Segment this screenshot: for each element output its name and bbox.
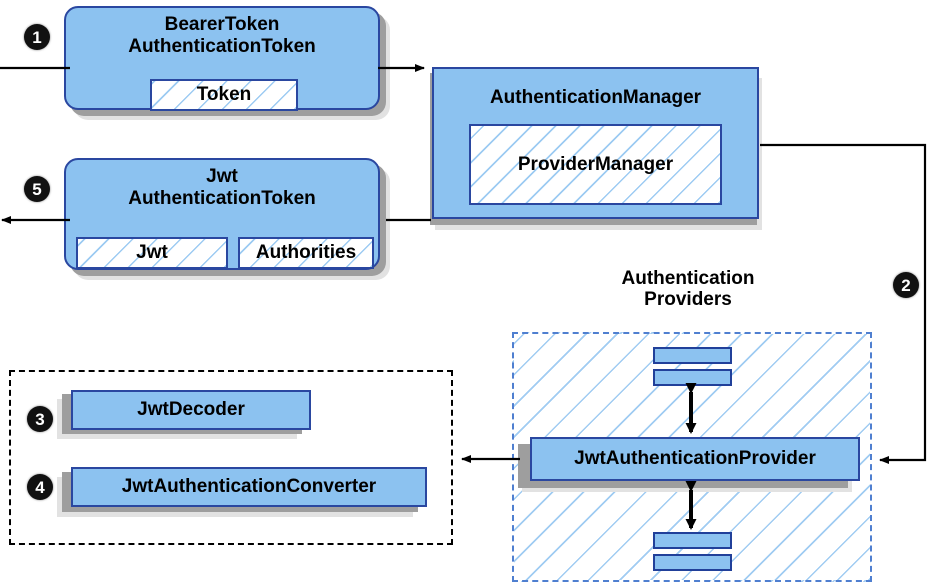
badge-step-4: 4 <box>27 474 53 500</box>
jwt-authentication-provider-label: JwtAuthenticationProvider <box>574 448 816 469</box>
other-provider-bar-bottom-2[interactable] <box>653 554 732 571</box>
jwt-token-title-line2: AuthenticationToken <box>128 188 316 209</box>
jwt-token-inner-jwt[interactable]: Jwt <box>76 237 228 269</box>
badge-step-1: 1 <box>24 24 50 50</box>
other-provider-bar-top-2[interactable] <box>653 369 732 386</box>
jwt-support-group <box>9 370 453 545</box>
jwt-decoder-box[interactable]: JwtDecoder <box>71 390 311 430</box>
other-provider-bar-bottom-1[interactable] <box>653 532 732 549</box>
bearer-token-box[interactable]: BearerToken AuthenticationToken <box>64 6 380 110</box>
authentication-manager-title: AuthenticationManager <box>489 87 702 108</box>
jwt-authentication-provider[interactable]: JwtAuthenticationProvider <box>530 437 860 481</box>
authentication-providers-label: Authentication Providers <box>562 268 814 311</box>
jwt-token-inner-authorities[interactable]: Authorities <box>238 237 374 269</box>
jwt-token-title-line1: Jwt <box>206 166 238 187</box>
other-provider-bar-top-1[interactable] <box>653 347 732 364</box>
badge-step-3: 3 <box>27 406 53 432</box>
jwt-authentication-converter-label: JwtAuthenticationConverter <box>121 476 377 497</box>
authentication-manager-inner-provider-manager[interactable]: ProviderManager <box>469 124 722 205</box>
authentication-providers-label-line2: Providers <box>644 289 732 311</box>
badge-step-2: 2 <box>893 272 919 298</box>
badge-step-5: 5 <box>24 176 50 202</box>
bearer-token-title-line2: AuthenticationToken <box>128 36 316 57</box>
authentication-providers-label-line1: Authentication <box>621 268 755 289</box>
bearer-token-title-line1: BearerToken <box>164 14 280 35</box>
jwt-authentication-converter-box[interactable]: JwtAuthenticationConverter <box>71 467 427 507</box>
bearer-token-inner-token[interactable]: Token <box>150 79 298 111</box>
jwt-decoder-label: JwtDecoder <box>137 399 245 420</box>
